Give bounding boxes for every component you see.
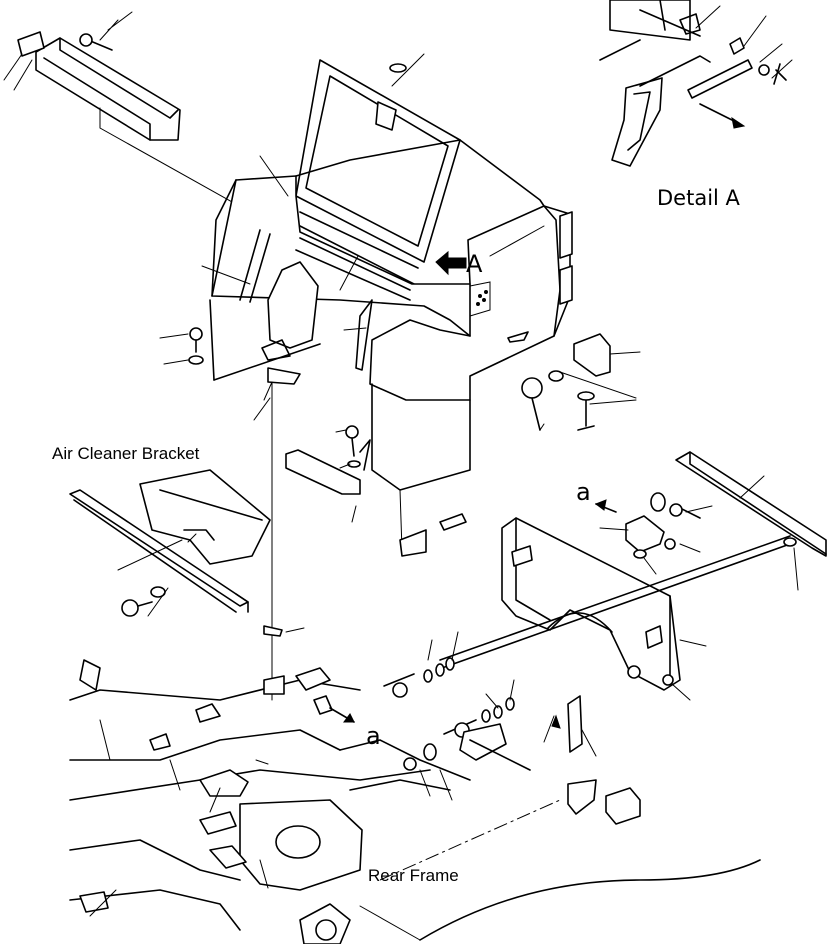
center-mounting-bracket [285, 425, 467, 531]
rod-and-strip [439, 451, 827, 669]
air-cleaner-bracket [69, 469, 271, 617]
rear-frame [69, 659, 761, 944]
reference-a-bottom: a [366, 722, 381, 750]
hood-bolts [159, 327, 305, 701]
detail-a-drawing [599, 0, 793, 167]
bracket-right-of-hood [507, 331, 641, 431]
reference-a-top: a [576, 478, 591, 506]
air-cleaner-bracket-label: Air Cleaner Bracket [52, 444, 200, 463]
rear-frame-label: Rear Frame [368, 866, 459, 885]
engine-hood [201, 53, 573, 557]
side-panel [501, 517, 707, 701]
rod-bolts [383, 631, 597, 757]
view-arrow-letter: A [466, 250, 483, 278]
detail-a-label: Detail A [657, 186, 740, 210]
